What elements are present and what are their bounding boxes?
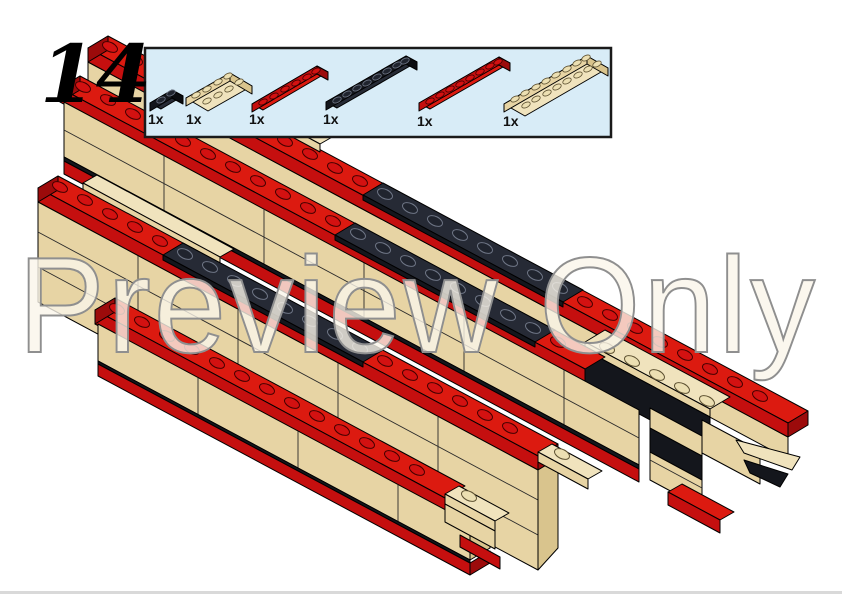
step-number: 14 bbox=[40, 27, 151, 121]
front-lower-wall bbox=[97, 323, 491, 576]
qty-label: 1x bbox=[417, 113, 433, 129]
back-far-black-plate bbox=[362, 182, 584, 308]
front-rail-assembly bbox=[37, 174, 603, 576]
qty-label: 1x bbox=[249, 111, 265, 127]
qty-label: 1x bbox=[186, 111, 202, 127]
parts-callout-box: 1x 1x 1x bbox=[143, 46, 613, 139]
front-far-black-plate bbox=[162, 242, 384, 368]
part-plate-1x8-red bbox=[418, 56, 511, 112]
part-plate-1x8-black bbox=[325, 55, 418, 111]
part-plate-2x8-tan bbox=[503, 53, 609, 117]
back-near-black-plate bbox=[334, 222, 556, 348]
front-tan-top-strip bbox=[82, 174, 235, 265]
front-near-end-plate bbox=[444, 485, 510, 570]
page-divider bbox=[0, 591, 842, 594]
qty-label: 1x bbox=[503, 113, 519, 129]
part-plate-1x2-black bbox=[149, 88, 184, 112]
watermark-text: Preview Only bbox=[18, 229, 818, 381]
part-plate-2x4-tan bbox=[185, 71, 253, 112]
front-far-end-plate bbox=[537, 443, 603, 490]
back-end-cap bbox=[649, 407, 801, 534]
part-plate-1x6-red bbox=[251, 65, 329, 113]
qty-label: 1x bbox=[323, 111, 339, 127]
qty-label: 1x bbox=[148, 111, 164, 127]
